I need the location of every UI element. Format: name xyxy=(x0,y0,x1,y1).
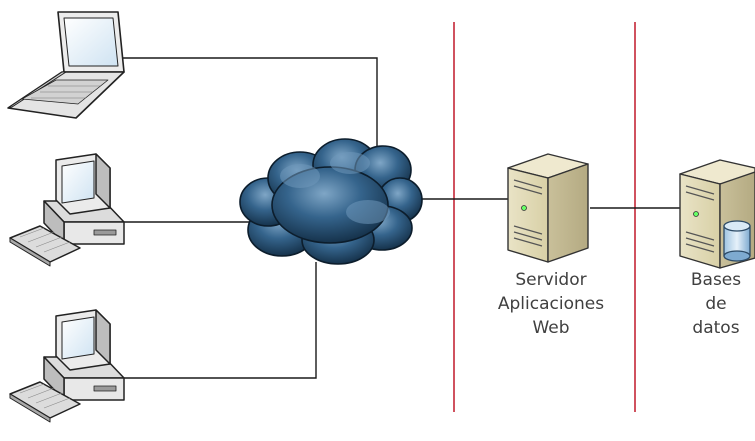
label-line: datos xyxy=(692,318,740,338)
server-tower-icon xyxy=(507,153,589,263)
database-label: Bases de datos xyxy=(676,268,755,340)
connector-desktop2-internet xyxy=(124,262,317,379)
database-cylinder-icon xyxy=(723,220,751,262)
laptop-icon xyxy=(7,11,125,119)
app-server-label: Servidor Aplicaciones Web xyxy=(480,268,622,340)
label-line: Servidor xyxy=(515,270,587,290)
label-line: de xyxy=(705,294,727,314)
desktop-computer-icon xyxy=(9,153,125,267)
desktop-computer-icon xyxy=(9,309,125,423)
label-line: Bases xyxy=(690,270,742,290)
label-line: Web xyxy=(532,318,570,338)
label-line: Aplicaciones xyxy=(497,294,605,314)
connector-laptop-internet xyxy=(118,57,378,150)
database-server-icon xyxy=(679,159,755,269)
cloud-icon xyxy=(239,138,423,265)
